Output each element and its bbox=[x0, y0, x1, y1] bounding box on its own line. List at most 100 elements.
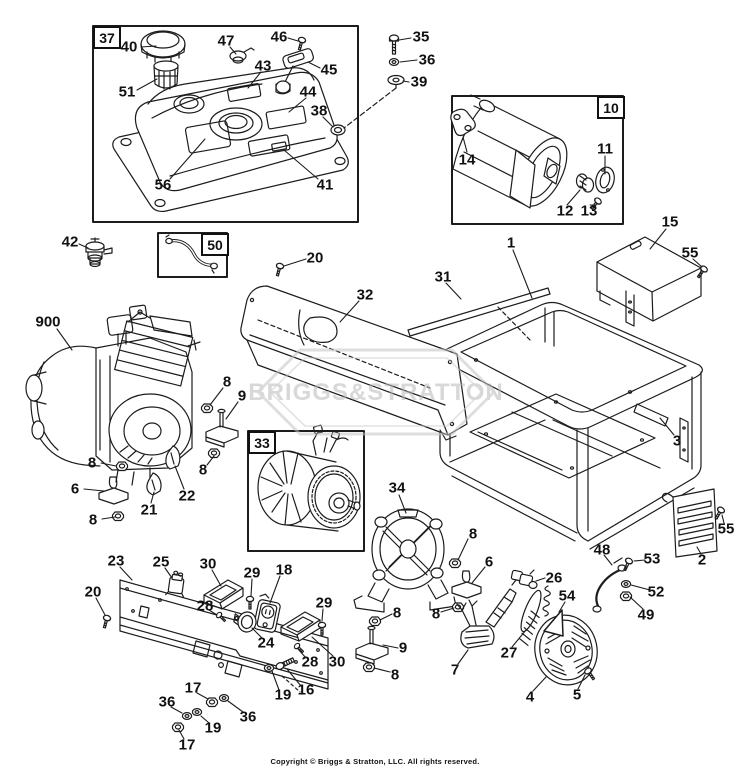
callout-14: 14 bbox=[458, 151, 476, 169]
part-11-deflector-art bbox=[595, 166, 615, 194]
part-49-nut bbox=[619, 591, 633, 602]
part-8-nut bbox=[362, 662, 376, 673]
leader-lines bbox=[56, 37, 725, 740]
callout-44: 44 bbox=[299, 83, 317, 101]
part-35-36-39-fasteners bbox=[343, 34, 405, 129]
part-20-screw-bottom bbox=[100, 613, 112, 630]
part-27-brush-spring-art bbox=[519, 585, 551, 646]
callout-34: 34 bbox=[388, 479, 406, 497]
callout-23: 23 bbox=[107, 552, 125, 570]
callout-27: 27 bbox=[500, 644, 518, 662]
callout-29: 29 bbox=[243, 564, 261, 582]
part-8-nut bbox=[368, 616, 382, 627]
part-900-engine-art bbox=[25, 304, 201, 486]
part-54-arrow bbox=[543, 609, 564, 637]
callout-17: 17 bbox=[184, 679, 202, 697]
callout-42: 42 bbox=[61, 233, 79, 251]
callout-16: 16 bbox=[297, 681, 315, 699]
part-19-washer bbox=[263, 663, 275, 673]
callout-48: 48 bbox=[593, 541, 611, 559]
part-7-brush-assy-art bbox=[456, 588, 517, 649]
callout-47: 47 bbox=[217, 32, 235, 50]
callout-8: 8 bbox=[198, 461, 208, 479]
part-2-louver-panel-art bbox=[661, 488, 718, 558]
group-box-33 bbox=[247, 430, 365, 552]
group-box-10 bbox=[451, 95, 624, 225]
part-8-nut bbox=[448, 558, 462, 569]
callout-30: 30 bbox=[328, 653, 346, 671]
callout-55: 55 bbox=[717, 520, 735, 538]
callout-41: 41 bbox=[316, 176, 334, 194]
part-muffler-art bbox=[452, 94, 568, 209]
callout-11: 11 bbox=[597, 140, 613, 158]
part-17-nut bbox=[171, 722, 185, 733]
callout-54: 54 bbox=[558, 587, 576, 605]
part-46-screw bbox=[295, 35, 307, 52]
part-31-strip-art bbox=[407, 287, 551, 341]
watermark-logo: BRIGGS&STRATTON bbox=[248, 348, 503, 436]
callout-51: 51 bbox=[118, 83, 136, 101]
callout-26: 26 bbox=[545, 569, 563, 587]
part-40-fuel-cap-art bbox=[140, 30, 186, 63]
callout-29: 29 bbox=[315, 594, 333, 612]
part-20-screw-top bbox=[273, 261, 285, 278]
callout-35: 35 bbox=[412, 28, 430, 46]
callout-15: 15 bbox=[661, 213, 679, 231]
part-1-frame-art bbox=[439, 301, 703, 550]
copyright-text: Copyright © Briggs & Stratton, LLC. All … bbox=[270, 757, 480, 766]
part-45-fuel-gauge-art bbox=[275, 48, 314, 95]
callout-53: 53 bbox=[643, 550, 661, 568]
part-8-nut bbox=[115, 461, 129, 472]
part-36-washer bbox=[181, 711, 193, 721]
callout-8: 8 bbox=[390, 666, 400, 684]
callout-8: 8 bbox=[468, 525, 478, 543]
part-21-baffle-art bbox=[146, 472, 162, 496]
part-38-bushing-art bbox=[330, 124, 346, 136]
callout-17: 17 bbox=[178, 736, 196, 754]
part-25-switch-art bbox=[165, 570, 185, 598]
part-12-screen-art bbox=[575, 173, 595, 193]
callout-20: 20 bbox=[84, 583, 102, 601]
callout-2: 2 bbox=[697, 551, 707, 569]
part-8-nut bbox=[111, 511, 125, 522]
callout-1: 1 bbox=[506, 234, 516, 252]
callout-38: 38 bbox=[310, 102, 328, 120]
part-52-washer bbox=[620, 579, 632, 589]
callout-43: 43 bbox=[254, 57, 272, 75]
callout-8: 8 bbox=[392, 604, 402, 622]
callout-31: 31 bbox=[434, 268, 452, 286]
callout-9: 9 bbox=[398, 639, 408, 657]
callout-7: 7 bbox=[450, 661, 460, 679]
callout-36: 36 bbox=[239, 708, 257, 726]
group-label-10: 10 bbox=[597, 96, 625, 119]
part-26-connector-art bbox=[510, 569, 538, 590]
group-label-50: 50 bbox=[201, 233, 229, 256]
part-22-baffle-art bbox=[165, 445, 181, 470]
callout-20: 20 bbox=[306, 249, 324, 267]
callout-18: 18 bbox=[275, 561, 293, 579]
callout-36: 36 bbox=[418, 51, 436, 69]
callout-45: 45 bbox=[320, 61, 338, 79]
callout-4: 4 bbox=[525, 688, 535, 706]
part-29-screw bbox=[245, 595, 255, 610]
part-32-cover-art bbox=[240, 285, 468, 441]
callout-22: 22 bbox=[178, 487, 196, 505]
part-24-cover-art bbox=[233, 611, 257, 633]
part-14-gasket-art bbox=[450, 108, 476, 137]
callout-21: 21 bbox=[140, 501, 158, 519]
part-42-fuel-valve-art bbox=[85, 237, 113, 268]
part-33-alternator-art bbox=[257, 424, 361, 532]
part-6-mount bbox=[451, 570, 482, 599]
part-34-end-bracket-art bbox=[353, 508, 457, 613]
part-51-strainer-art bbox=[153, 60, 179, 90]
part-23-panel-art bbox=[119, 579, 329, 693]
part-18-receptacle-art bbox=[253, 593, 281, 633]
callout-49: 49 bbox=[637, 606, 655, 624]
callout-56: 56 bbox=[154, 176, 172, 194]
part-15-cover-art bbox=[596, 236, 702, 327]
callout-8: 8 bbox=[87, 454, 97, 472]
callout-55: 55 bbox=[681, 244, 699, 262]
callout-40: 40 bbox=[120, 38, 138, 56]
callout-8: 8 bbox=[88, 511, 98, 529]
part-9-mount bbox=[205, 408, 239, 448]
